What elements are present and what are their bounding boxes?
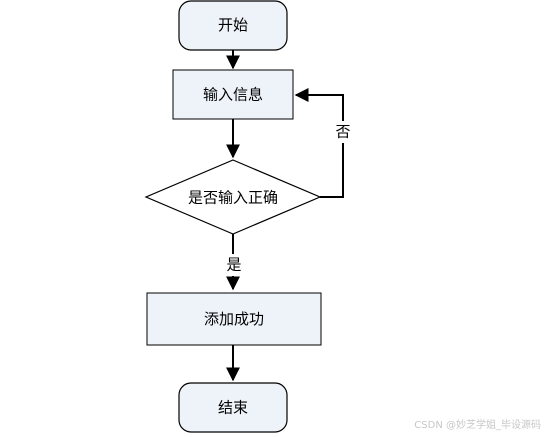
edge-decision-no-loop bbox=[294, 88, 344, 198]
edge-yes-label-bg bbox=[223, 254, 243, 276]
success-node-label: 添加成功 bbox=[204, 310, 264, 328]
edge-yes-label: 是 bbox=[226, 256, 241, 274]
success-node bbox=[146, 292, 322, 346]
end-node-label: 结束 bbox=[218, 399, 248, 417]
edge-no-label-bg bbox=[333, 121, 353, 143]
start-node-label: 开始 bbox=[218, 16, 248, 34]
input-node bbox=[172, 69, 294, 120]
decision-node-label: 是否输入正确 bbox=[188, 189, 278, 207]
edge-no-label: 否 bbox=[335, 123, 350, 141]
end-node bbox=[178, 382, 288, 433]
input-node-label: 输入信息 bbox=[203, 86, 263, 104]
watermark: CSDN @妙芝学姐_毕设源码 bbox=[414, 420, 541, 431]
